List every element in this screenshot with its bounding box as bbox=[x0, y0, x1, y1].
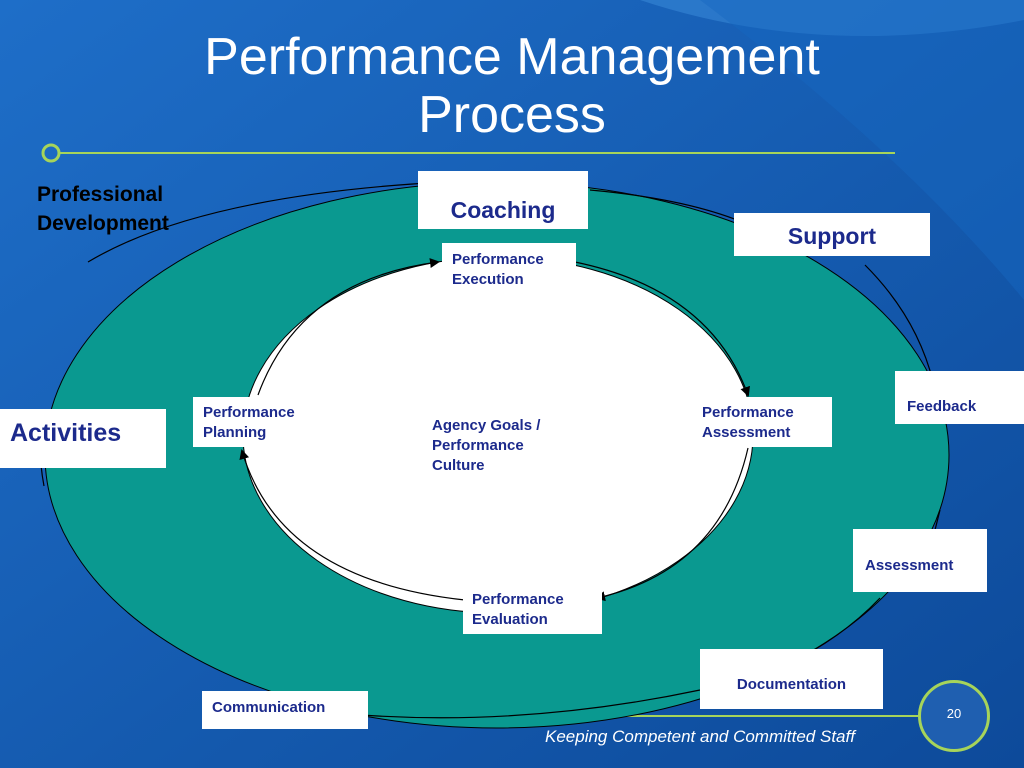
arrow-assessment-to-evaluation bbox=[595, 447, 749, 602]
slide-number: 20 bbox=[918, 680, 990, 752]
title-line-1: Performance Management bbox=[204, 28, 820, 86]
assessment-box: Assessment bbox=[853, 529, 987, 592]
accent-circle bbox=[41, 143, 61, 163]
coaching-box: Coaching bbox=[418, 171, 588, 229]
page-title: Performance Management Process bbox=[0, 28, 1024, 144]
arrow-planning-to-execution bbox=[257, 258, 440, 396]
performance-assessment-box: Performance Assessment bbox=[692, 397, 832, 447]
support-box: Support bbox=[734, 213, 930, 256]
performance-execution-box: Performance Execution bbox=[442, 243, 576, 290]
arrow-documentation-to-communication bbox=[346, 689, 701, 720]
performance-planning-box: Performance Planning bbox=[193, 397, 327, 447]
feedback-box: Feedback bbox=[895, 371, 1024, 424]
title-line-2: Process bbox=[418, 86, 606, 144]
center-goals-text: Agency Goals / Performance Culture bbox=[432, 417, 541, 474]
documentation-box: Documentation bbox=[700, 649, 883, 709]
footer-tagline: Keeping Competent and Committed Staff bbox=[545, 727, 855, 746]
activities-box: Activities bbox=[0, 409, 166, 468]
communication-box: Communication bbox=[202, 691, 368, 729]
arrow-execution-to-assessment bbox=[574, 261, 750, 397]
arrow-evaluation-to-planning bbox=[239, 449, 466, 601]
professional-development-label: Professional Development bbox=[37, 183, 169, 235]
performance-evaluation-box: Performance Evaluation bbox=[463, 585, 602, 634]
arrow-to-coaching bbox=[87, 177, 447, 263]
